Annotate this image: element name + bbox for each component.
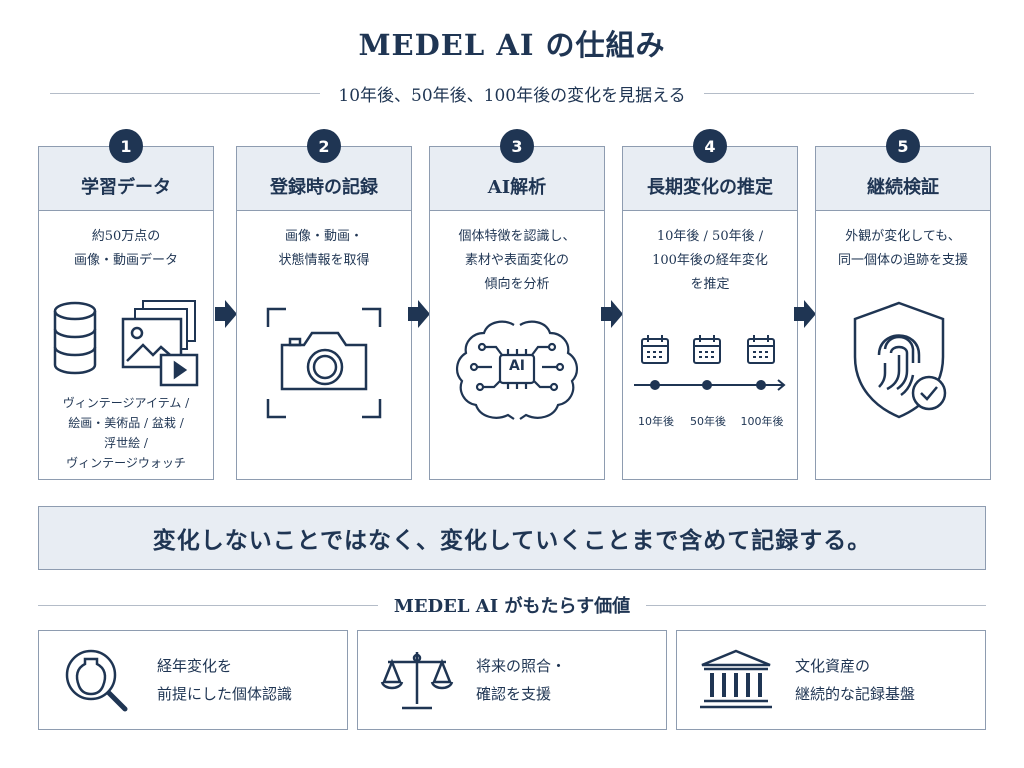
value-line: 前提にした個体認識 <box>157 685 293 703</box>
arrow-right-icon <box>215 300 237 328</box>
step-3-card: 3 AI解析 個体特徴を認識し、 素材や表面変化の 傾向を分析 AI <box>429 129 605 480</box>
category-line: ヴィンテージアイテム / <box>62 396 190 410</box>
step-number-badge: 3 <box>500 129 534 163</box>
page-title: MEDEL AI の仕組み <box>358 28 666 62</box>
timeline-label: 10年後 <box>638 415 674 428</box>
step-description: 個体特徴を認識し、 素材や表面変化の 傾向を分析 <box>430 225 604 297</box>
step-desc-line: 同一個体の追跡を支援 <box>837 253 968 268</box>
arrow-right-icon <box>601 300 623 328</box>
value-line: 確認を支援 <box>476 685 552 703</box>
vase-magnifier-icon <box>39 647 157 713</box>
ai-chip-label: AI <box>508 358 526 374</box>
value-line: 文化資産の <box>795 657 871 675</box>
step-desc-line: 100年後の経年変化 <box>652 253 768 268</box>
step-desc-line: 10年後 / 50年後 / <box>656 229 764 244</box>
value-text: 文化資産の 継続的な記録基盤 <box>795 652 915 708</box>
step-1-card: 1 学習データ 約50万点の 画像・動画データ ヴィンテージアイテム / <box>38 129 214 480</box>
shield-fingerprint-icon <box>816 297 990 427</box>
step-number-badge: 5 <box>886 129 920 163</box>
value-card-3: 文化資産の 継続的な記録基盤 <box>676 630 986 730</box>
museum-building-icon <box>677 649 795 711</box>
value-text: 将来の照合・ 確認を支援 <box>476 652 566 708</box>
step-4-card: 4 長期変化の推定 10年後 / 50年後 / 100年後の経年変化 を推定 <box>622 129 798 480</box>
scales-icon <box>358 648 476 712</box>
values-heading-row: MEDEL AI がもたらす価値 <box>38 592 987 618</box>
step-2-card: 2 登録時の記録 画像・動画・ 状態情報を取得 <box>236 129 412 480</box>
category-line: 浮世絵 / <box>104 436 148 450</box>
value-card-1: 経年変化を 前提にした個体認識 <box>38 630 348 730</box>
category-line: 絵画・美術品 / 盆栽 / <box>68 416 184 430</box>
database-media-icon <box>39 297 213 392</box>
divider-right <box>703 92 975 94</box>
step-number-badge: 2 <box>307 129 341 163</box>
value-line: 継続的な記録基盤 <box>795 685 916 703</box>
camera-icon <box>237 305 411 421</box>
step-description: 画像・動画・ 状態情報を取得 <box>237 225 411 273</box>
step-desc-line: 画像・動画・ <box>284 229 363 244</box>
calendar-timeline-icon <box>623 333 797 397</box>
value-line: 将来の照合・ <box>476 657 567 675</box>
values-title: MEDEL AI がもたらす価値 <box>393 596 631 617</box>
divider-left <box>50 92 321 94</box>
value-line: 経年変化を <box>157 657 233 675</box>
step-desc-line: 状態情報を取得 <box>278 253 370 268</box>
step-desc-line: 素材や表面変化の <box>464 253 569 268</box>
step-description: 外観が変化しても、 同一個体の追跡を支援 <box>816 225 990 273</box>
process-steps: 1 学習データ 約50万点の 画像・動画データ ヴィンテージアイテム / <box>38 128 991 484</box>
value-text: 経年変化を 前提にした個体認識 <box>157 652 292 708</box>
category-line: ヴィンテージウォッチ <box>66 456 186 470</box>
ai-brain-icon: AI <box>430 317 604 429</box>
step-description: 10年後 / 50年後 / 100年後の経年変化 を推定 <box>623 225 797 297</box>
step-desc-line: 画像・動画データ <box>73 253 178 268</box>
step-desc-line: 約50万点の <box>91 229 161 244</box>
step-description: 約50万点の 画像・動画データ <box>39 225 213 273</box>
arrow-right-icon <box>794 300 816 328</box>
subtitle-row: 10年後、50年後、100年後の変化を見据える <box>50 80 975 106</box>
timeline-label: 100年後 <box>740 415 784 428</box>
step-desc-line: 個体特徴を認識し、 <box>458 229 576 244</box>
step-5-card: 5 継続検証 外観が変化しても、 同一個体の追跡を支援 <box>815 129 991 480</box>
divider-left <box>38 604 378 606</box>
step-desc-line: 外観が変化しても、 <box>845 229 961 244</box>
key-message-banner: 変化しないことではなく、変化していくことまで含めて記録する。 <box>38 506 986 570</box>
step-category-list: ヴィンテージアイテム / 絵画・美術品 / 盆栽 / 浮世絵 / ヴィンテージウ… <box>39 393 213 473</box>
page-subtitle: 10年後、50年後、100年後の変化を見据える <box>338 85 686 106</box>
step-number-badge: 4 <box>693 129 727 163</box>
step-desc-line: を推定 <box>690 277 730 292</box>
timeline-label: 50年後 <box>690 415 726 428</box>
divider-right <box>646 604 987 606</box>
calendar-icon <box>641 335 669 364</box>
value-card-2: 将来の照合・ 確認を支援 <box>357 630 667 730</box>
step-number-badge: 1 <box>109 129 143 163</box>
step-desc-line: 傾向を分析 <box>484 277 550 292</box>
arrow-right-icon <box>408 300 430 328</box>
